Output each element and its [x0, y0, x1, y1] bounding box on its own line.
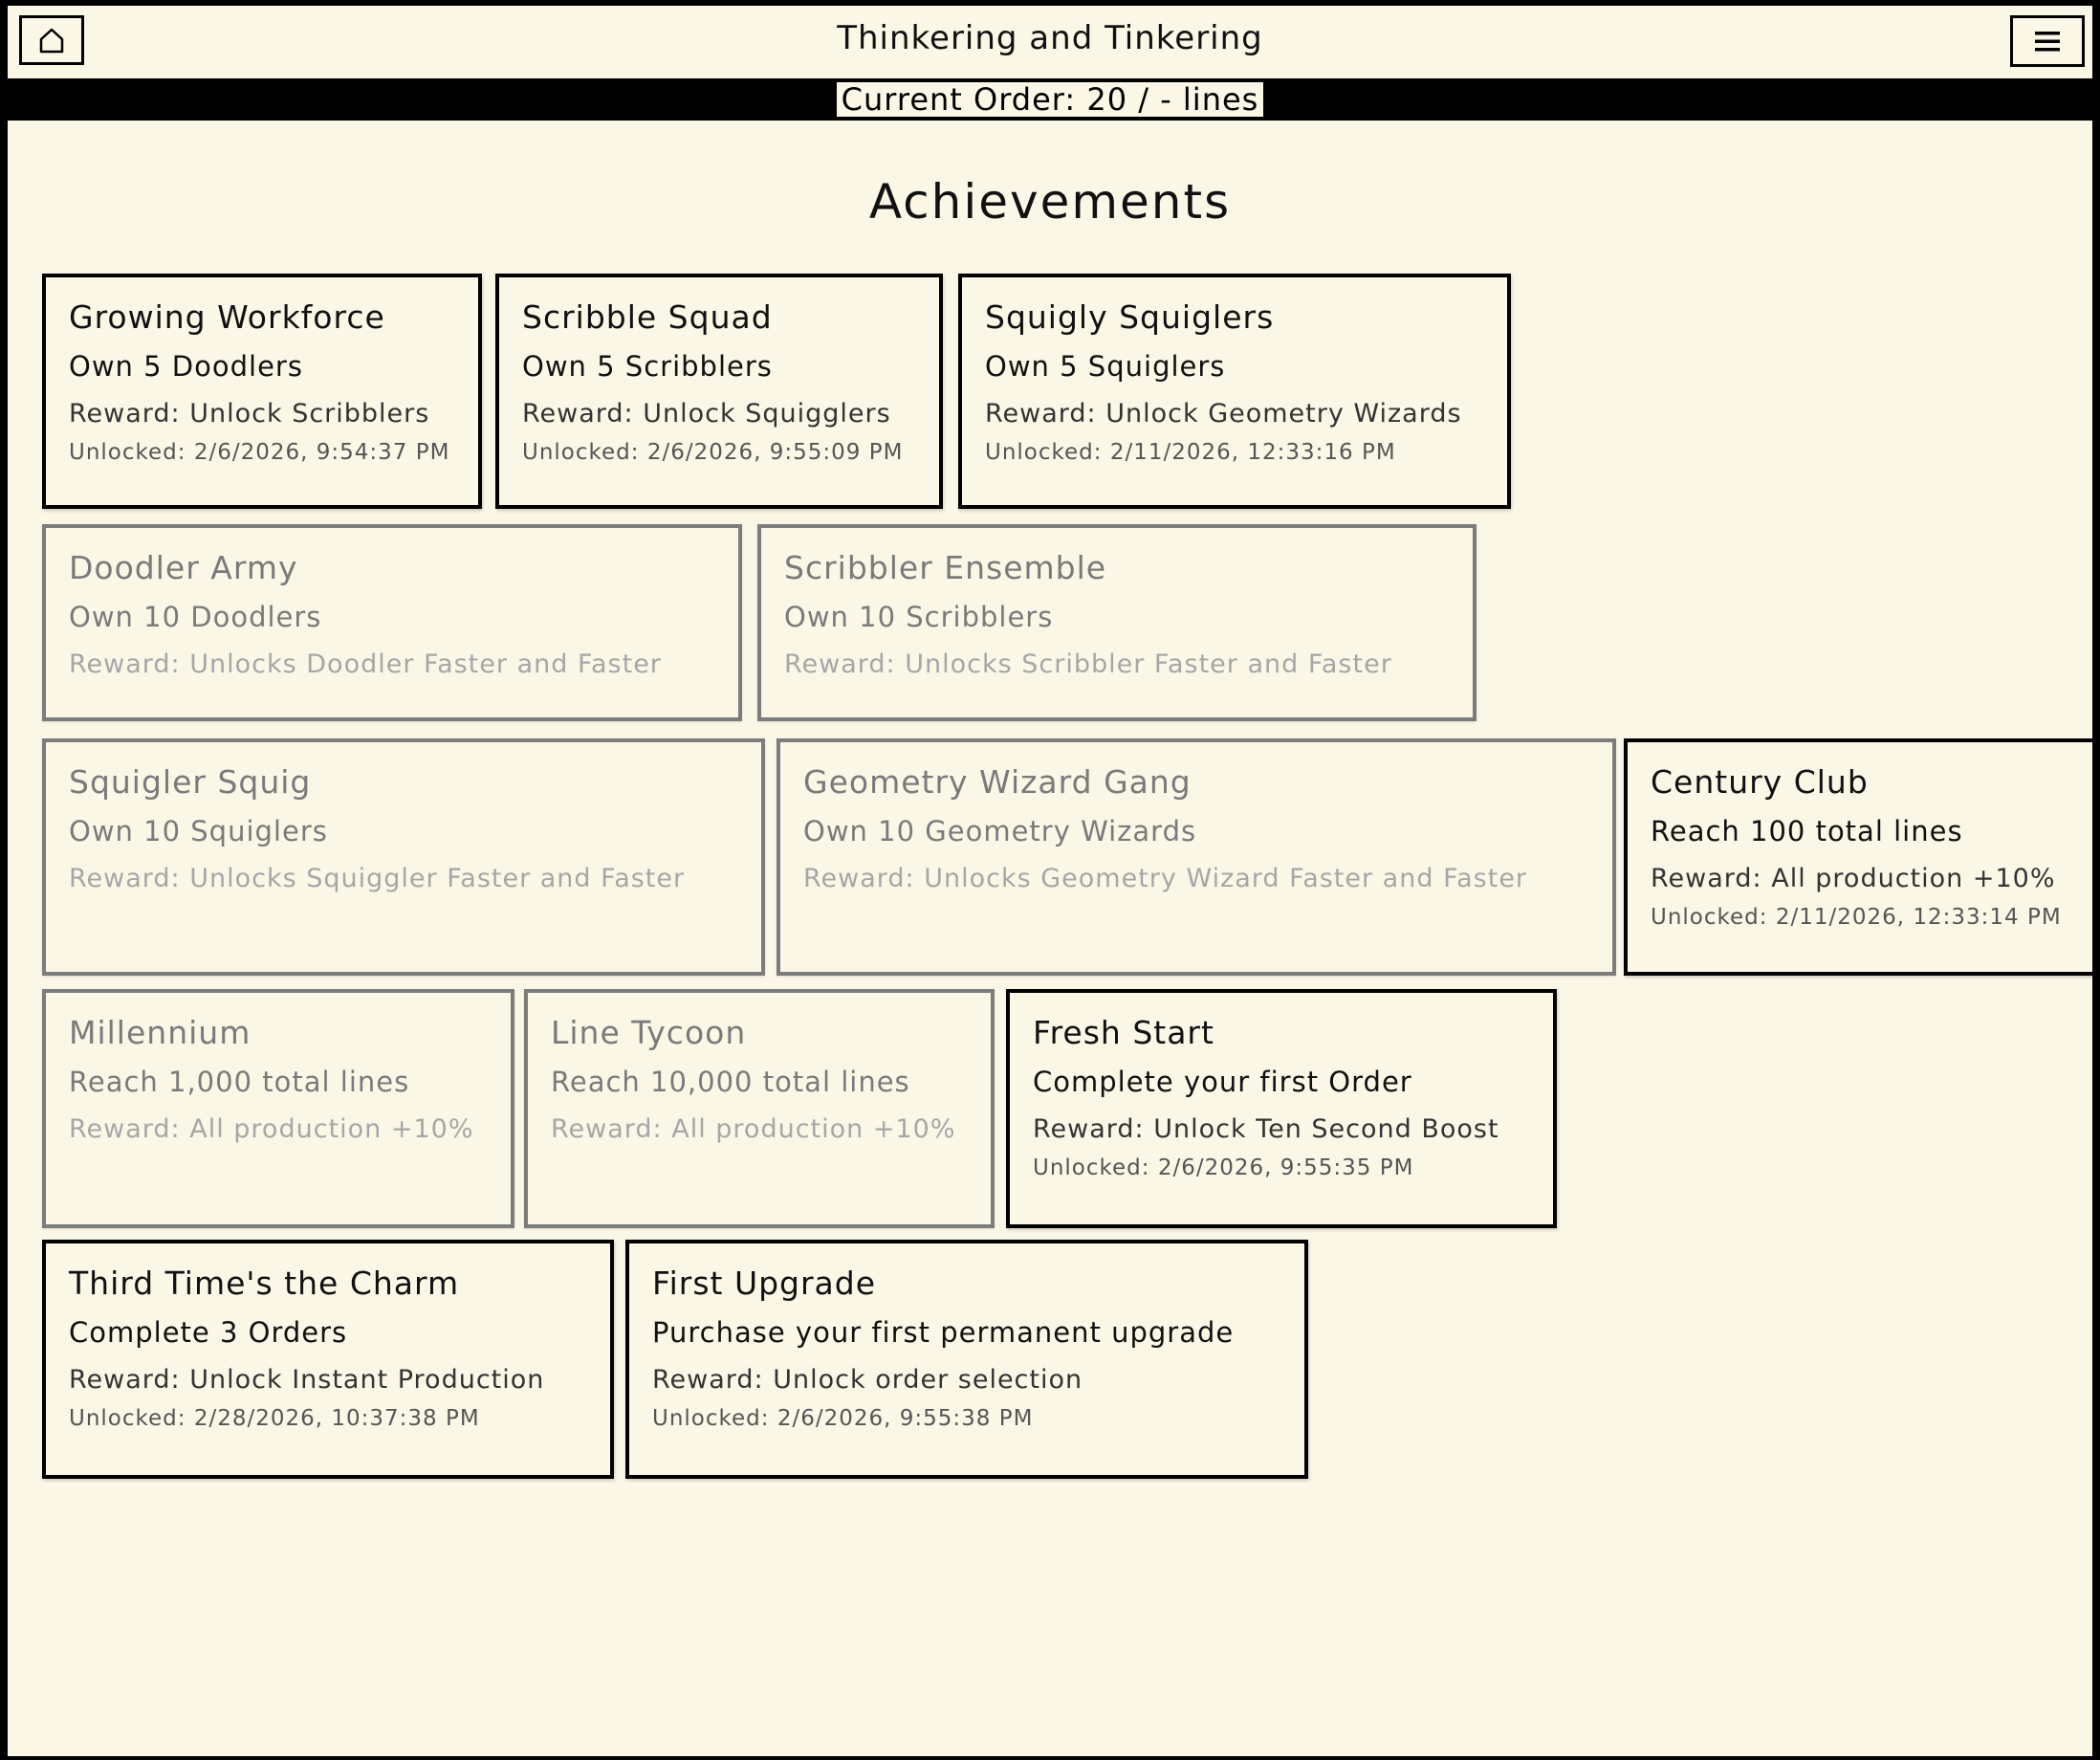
achievement-reward: Reward: Unlock order selection	[652, 1365, 1083, 1395]
achievement-unlocked-date: Unlocked: 2/11/2026, 12:33:14 PM	[1651, 905, 2062, 930]
achievement-unlocked-date: Unlocked: 2/11/2026, 12:33:16 PM	[985, 440, 1396, 465]
achievement-description: Own 5 Squiglers	[985, 350, 1226, 383]
achievement-reward: Reward: Unlock Geometry Wizards	[985, 399, 1462, 429]
current-order-text[interactable]: Current Order: 20 / - lines	[836, 82, 1264, 117]
achievement-title: Geometry Wizard Gang	[803, 763, 1192, 801]
achievement-reward: Reward: Unlock Scribblers	[69, 399, 430, 429]
achievement-description: Reach 10,000 total lines	[551, 1066, 910, 1098]
achievement-reward: Reward: Unlocks Squiggler Faster and Fas…	[69, 864, 686, 893]
achievement-description: Reach 100 total lines	[1651, 815, 1963, 847]
achievement-title: Third Time's the Charm	[69, 1265, 460, 1302]
achievement-title: Century Club	[1651, 763, 1869, 801]
menu-button[interactable]	[2010, 15, 2085, 67]
achievement-description: Own 5 Scribblers	[522, 350, 773, 383]
achievement-title: Millennium	[69, 1014, 252, 1051]
achievement-unlocked-date: Unlocked: 2/6/2026, 9:55:35 PM	[1033, 1155, 1414, 1180]
header: Thinkering and Tinkering	[8, 6, 2092, 78]
achievement-title: Scribble Squad	[522, 298, 773, 336]
achievement-description: Complete 3 Orders	[69, 1316, 348, 1349]
home-button[interactable]	[19, 15, 84, 65]
achievement-reward: Reward: Unlock Squigglers	[522, 399, 891, 429]
achievement-reward: Reward: All production +10%	[69, 1114, 474, 1144]
achievement-reward: Reward: Unlock Ten Second Boost	[1033, 1114, 1499, 1144]
achievement-description: Own 10 Squiglers	[69, 815, 328, 847]
achievement-title: Fresh Start	[1033, 1014, 1214, 1051]
achievement-description: Own 10 Doodlers	[69, 601, 322, 633]
achievement-reward: Reward: All production +10%	[551, 1114, 956, 1144]
achievement-description: Complete your first Order	[1033, 1066, 1412, 1098]
achievement-description: Own 10 Scribblers	[784, 601, 1054, 633]
achievement-unlocked-date: Unlocked: 2/6/2026, 9:55:38 PM	[652, 1406, 1034, 1431]
achievement-title: Squigler Squig	[69, 763, 312, 801]
bottom-border	[8, 1756, 2092, 1760]
achievement-title: Doodler Army	[69, 549, 298, 586]
page-heading: Achievements	[868, 174, 1232, 230]
achievement-reward: Reward: Unlocks Scribbler Faster and Fas…	[784, 649, 1392, 679]
achievement-title: Scribbler Ensemble	[784, 549, 1107, 586]
achievement-reward: Reward: All production +10%	[1651, 864, 2056, 893]
achievement-description: Own 5 Doodlers	[69, 350, 303, 383]
achievement-unlocked-date: Unlocked: 2/6/2026, 9:54:37 PM	[69, 440, 450, 465]
hamburger-menu-icon	[2035, 32, 2060, 52]
achievement-reward: Reward: Unlock Instant Production	[69, 1365, 545, 1395]
achievement-unlocked-date: Unlocked: 2/28/2026, 10:37:38 PM	[69, 1406, 480, 1431]
achievement-description: Own 10 Geometry Wizards	[803, 815, 1197, 847]
achievement-title: First Upgrade	[652, 1265, 877, 1302]
achievement-reward: Reward: Unlocks Doodler Faster and Faste…	[69, 649, 662, 679]
achievement-reward: Reward: Unlocks Geometry Wizard Faster a…	[803, 864, 1528, 893]
achievement-description: Purchase your first permanent upgrade	[652, 1316, 1235, 1349]
achievement-title: Growing Workforce	[69, 298, 385, 336]
achievement-title: Line Tycoon	[551, 1014, 747, 1051]
current-order-bar: Current Order: 20 / - lines	[8, 78, 2092, 121]
achievement-description: Reach 1,000 total lines	[69, 1066, 410, 1098]
achievement-unlocked-date: Unlocked: 2/6/2026, 9:55:09 PM	[522, 440, 904, 465]
home-icon	[39, 28, 64, 54]
achievement-title: Squigly Squiglers	[985, 298, 1275, 336]
app-title: Thinkering and Tinkering	[837, 19, 1263, 57]
